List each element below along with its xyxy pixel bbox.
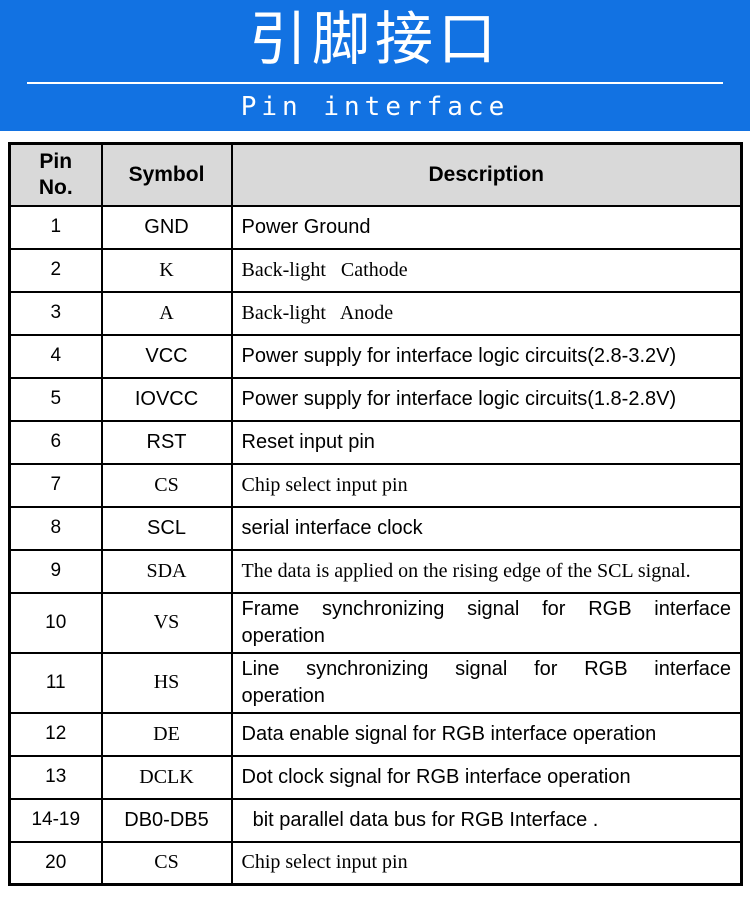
pin-description-line: operation: [241, 684, 325, 707]
header-pin-no-line2: No.: [38, 175, 73, 199]
page-banner: 引脚接口 Pin interface: [0, 0, 750, 131]
banner-subtitle-english: Pin interface: [240, 92, 510, 122]
pin-symbol: DE: [100, 711, 233, 757]
pin-description-line: operation: [241, 624, 325, 647]
pin-symbol: VCC: [100, 333, 233, 379]
pin-description: Line synchronizing signal for RGB interf…: [230, 651, 743, 714]
header-pin-no-line1: Pin: [39, 149, 73, 173]
banner-divider-line: [27, 82, 723, 84]
pin-number: 12: [8, 711, 103, 757]
pin-number: 20: [8, 840, 103, 886]
pin-description: Data enable signal for RGB interface ope…: [230, 711, 743, 757]
pin-description: Power supply for interface logic circuit…: [230, 333, 743, 379]
pin-number: 13: [8, 754, 103, 800]
pin-number: 5: [8, 376, 103, 422]
pin-number: 10: [8, 591, 103, 654]
pin-description: Back-light Cathode: [230, 247, 743, 293]
pin-symbol: A: [100, 290, 233, 336]
pin-description-line: Line synchronizing signal for RGB interf…: [241, 657, 732, 680]
pin-symbol: GND: [100, 204, 233, 250]
header-description: Description: [230, 142, 743, 207]
pin-description: Power Ground: [230, 204, 743, 250]
pin-number: 14-19: [8, 797, 103, 843]
banner-title-chinese: 引脚接口: [248, 7, 501, 72]
pin-description-line: Frame synchronizing signal for RGB inter…: [241, 597, 732, 620]
pin-number: 6: [8, 419, 103, 465]
table-header-row: Pin No. Symbol Description: [8, 142, 743, 207]
pin-symbol: CS: [100, 462, 233, 508]
header-symbol: Symbol: [100, 142, 233, 207]
pin-symbol: VS: [100, 591, 233, 654]
pin-symbol: DCLK: [100, 754, 233, 800]
pin-description: Dot clock signal for RGB interface opera…: [230, 754, 743, 800]
pin-symbol: K: [100, 247, 233, 293]
pin-description: serial interface clock: [230, 505, 743, 551]
pin-symbol: CS: [100, 840, 233, 886]
pin-number: 3: [8, 290, 103, 336]
header-pin-no: Pin No.: [8, 142, 103, 207]
pin-description: Chip select input pin: [230, 462, 743, 508]
pin-number: 2: [8, 247, 103, 293]
pin-symbol: HS: [100, 651, 233, 714]
pin-description: Power supply for interface logic circuit…: [230, 376, 743, 422]
pin-number: 4: [8, 333, 103, 379]
pin-symbol: RST: [100, 419, 233, 465]
pin-number: 7: [8, 462, 103, 508]
pin-symbol: SDA: [100, 548, 233, 594]
pin-symbol: IOVCC: [100, 376, 233, 422]
pin-description: bit parallel data bus for RGB Interface …: [230, 797, 743, 843]
pin-description: Chip select input pin: [230, 840, 743, 886]
pin-number: 1: [8, 204, 103, 250]
pin-symbol: DB0-DB5: [100, 797, 233, 843]
pin-description: Back-light Anode: [230, 290, 743, 336]
pin-symbol: SCL: [100, 505, 233, 551]
pin-number: 8: [8, 505, 103, 551]
pin-number: 9: [8, 548, 103, 594]
pin-number: 11: [8, 651, 103, 714]
pin-description: Reset input pin: [230, 419, 743, 465]
pin-description: The data is applied on the rising edge o…: [230, 548, 743, 594]
pin-description: Frame synchronizing signal for RGB inter…: [230, 591, 743, 654]
